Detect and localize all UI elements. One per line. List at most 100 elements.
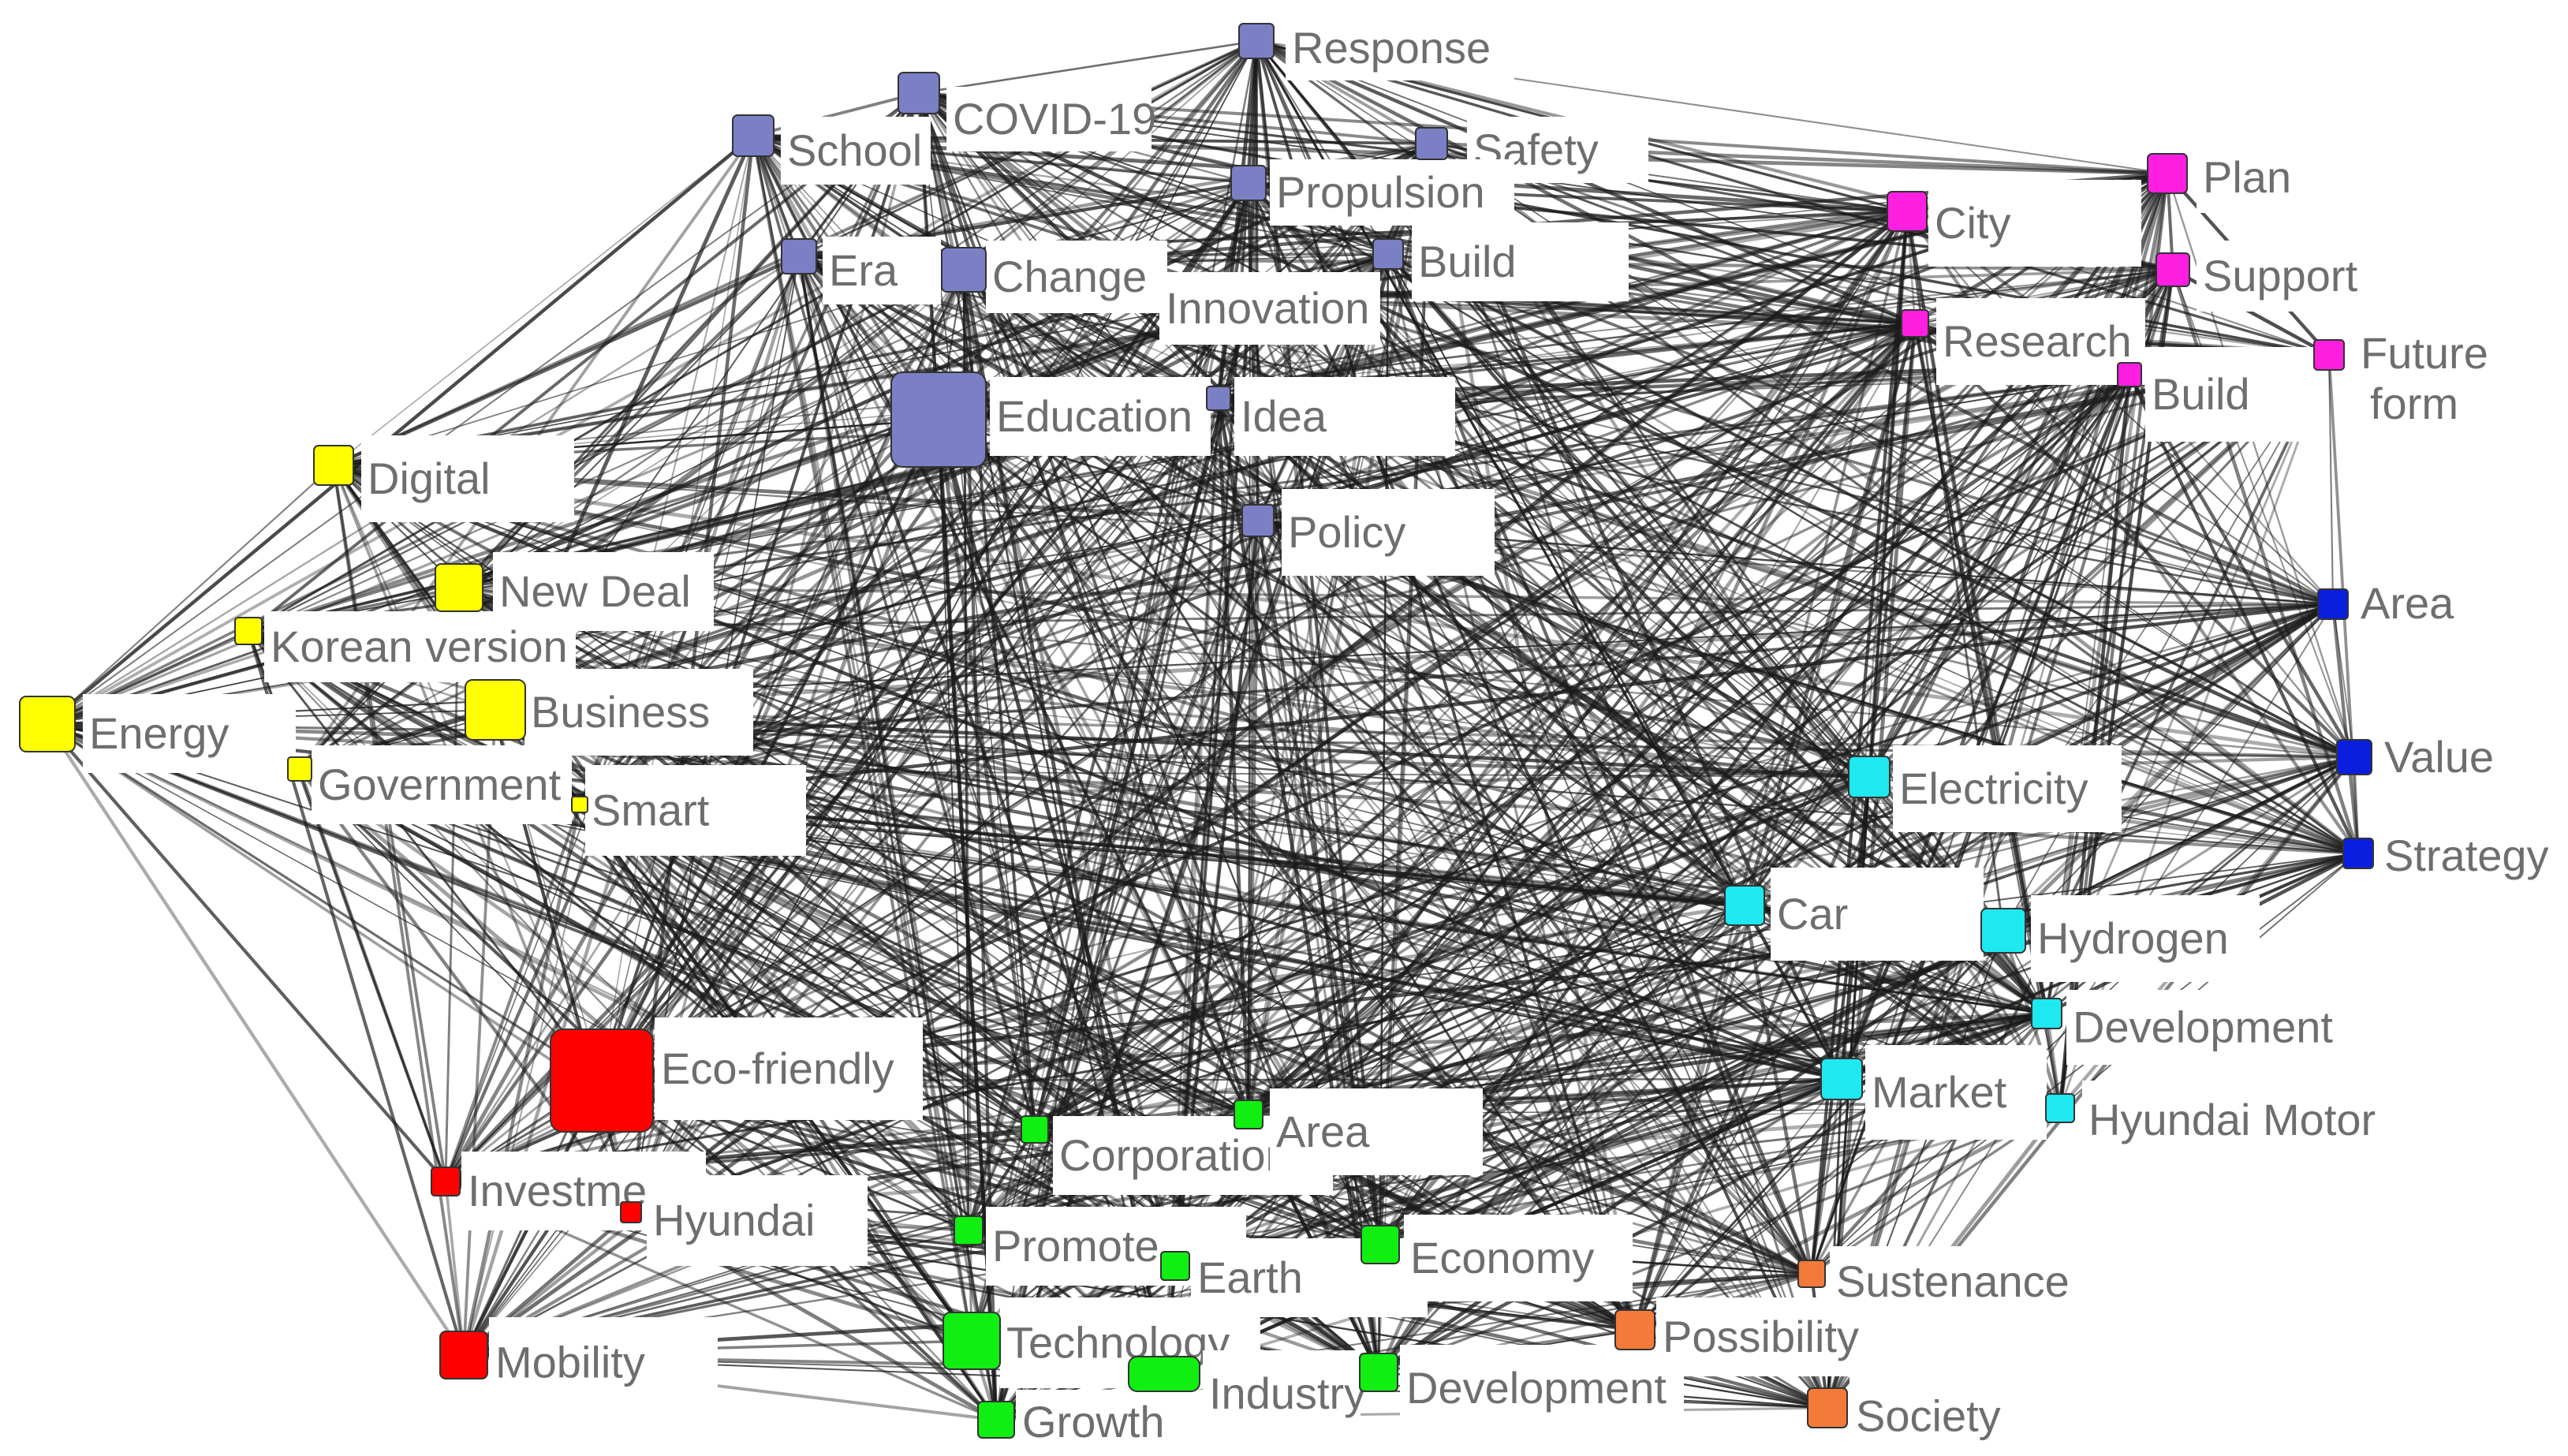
label-box-digital	[361, 435, 574, 522]
edge-future_form-promote	[967, 353, 2331, 1232]
node-new_deal	[435, 563, 483, 612]
node-eco_friendly	[550, 1029, 654, 1133]
node-label-support: Support	[2203, 251, 2358, 301]
node-label-hyundai: Hyundai	[653, 1196, 815, 1245]
edge-safety-area_g	[1246, 143, 1434, 1115]
node-label-hyundai_motor: Hyundai Motor	[2088, 1095, 2376, 1144]
node-label-school: School	[787, 125, 922, 175]
edge-area_b-area_g	[1248, 603, 2334, 1116]
node-future_form	[2313, 339, 2345, 371]
label-era: Era	[823, 237, 941, 304]
label-economy: Economy	[1404, 1215, 1633, 1301]
node-mobility	[439, 1331, 488, 1379]
label-government: Government	[312, 745, 572, 824]
label-box-development_g	[1400, 1345, 1684, 1432]
node-label-change: Change	[992, 252, 1147, 301]
edge-education-development_g	[937, 419, 1380, 1373]
node-label-car: Car	[1777, 889, 1848, 939]
label-growth: Growth	[1016, 1390, 1213, 1454]
edge-research-society	[1825, 323, 1917, 1409]
label-box-future_form	[2354, 325, 2520, 443]
edge-government-hyundai	[298, 767, 633, 1214]
node-economy	[1361, 1225, 1400, 1264]
edge-energy-eco_friendly	[47, 722, 603, 1082]
node-business	[465, 679, 526, 741]
edge-area_b-eco_friendly	[601, 603, 2334, 1082]
edge-new_deal-area_b	[458, 586, 2334, 606]
label-education: Education	[990, 377, 1211, 456]
edge-school-energy	[46, 134, 755, 726]
node-support	[2156, 252, 2190, 287]
node-earth	[1160, 1251, 1190, 1281]
label-box-mobility	[489, 1317, 718, 1408]
label-area_b: Area	[2354, 568, 2473, 639]
node-strategy	[2342, 838, 2374, 869]
edge-electricity-area_g	[1248, 775, 1870, 1116]
node-area_g	[1234, 1099, 1263, 1129]
edge-plan-electricity	[1867, 172, 2170, 778]
edge-investment-mobility	[444, 1181, 465, 1356]
label-support: Support	[2197, 241, 2402, 312]
label-box-economy	[1404, 1215, 1633, 1301]
node-label-value: Value	[2384, 732, 2494, 782]
edge-future_form-area_b	[2327, 354, 2335, 605]
edge-electricity-sustenance	[1810, 776, 1871, 1275]
label-mobility: Mobility	[489, 1317, 718, 1408]
edge-digital-value	[333, 463, 2355, 760]
label-box-plan	[2197, 142, 2338, 213]
node-label-energy: Energy	[89, 708, 229, 758]
edge-research-possibility	[1633, 323, 1917, 1331]
label-box-korean_version	[264, 611, 576, 682]
edge-build_m-possibility	[1634, 374, 2130, 1331]
label-box-area_b	[2354, 568, 2473, 639]
node-label-response: Response	[1292, 23, 1491, 73]
edge-future_form-corporation	[1034, 353, 2330, 1131]
edge-change-strategy	[963, 269, 2359, 854]
label-innovation: Innovation	[1159, 272, 1380, 345]
node-industry	[1128, 1356, 1200, 1392]
edge-area_b-possibility	[1634, 603, 2334, 1331]
label-box-value	[2378, 722, 2536, 793]
node-era	[781, 238, 817, 274]
node-smart	[571, 796, 588, 813]
label-build_m: Build	[2145, 347, 2327, 442]
edge-business-area_b	[495, 602, 2334, 712]
edge-development_c-investment	[445, 1012, 2047, 1183]
edge-hyundai_motor-mobility	[463, 1107, 2061, 1357]
node-market	[1820, 1058, 1863, 1100]
label-box-industry	[1203, 1350, 1361, 1437]
edge-school-research	[752, 134, 1916, 325]
node-label-government: Government	[318, 760, 562, 809]
edge-digital-energy	[47, 465, 334, 725]
node-label-area_b: Area	[2361, 578, 2454, 628]
node-hyundai	[620, 1201, 642, 1223]
node-possibility	[1614, 1309, 1655, 1350]
edge-electricity-hyundai	[630, 775, 1870, 1214]
label-box-growth	[1016, 1390, 1213, 1454]
edge-area_b-hydrogen	[2002, 603, 2335, 932]
edge-build_m-smart	[579, 373, 2130, 806]
label-area_g: Area	[1270, 1088, 1483, 1175]
label-box-government	[312, 745, 572, 824]
label-box-build_p	[1412, 222, 1629, 301]
network-nodes	[19, 23, 2374, 1439]
node-area_b	[2317, 588, 2349, 620]
label-hydrogen: Hydrogen	[2031, 895, 2260, 982]
node-label-hydrogen: Hydrogen	[2037, 913, 2229, 963]
edge-idea-policy	[1217, 398, 1260, 521]
node-sustenance	[1797, 1260, 1826, 1288]
node-promote	[954, 1215, 984, 1245]
label-development_c: Development	[2066, 990, 2358, 1065]
node-label-propulsion: Propulsion	[1276, 167, 1485, 217]
node-energy	[19, 696, 76, 752]
node-label-research: Research	[1943, 316, 2132, 366]
label-box-business	[524, 669, 753, 756]
node-government	[287, 756, 312, 782]
label-box-car	[1771, 868, 1984, 961]
node-car	[1724, 885, 1765, 926]
label-digital: Digital	[361, 435, 574, 522]
node-label-development_g: Development	[1406, 1363, 1667, 1413]
node-label-city: City	[1935, 198, 2010, 248]
